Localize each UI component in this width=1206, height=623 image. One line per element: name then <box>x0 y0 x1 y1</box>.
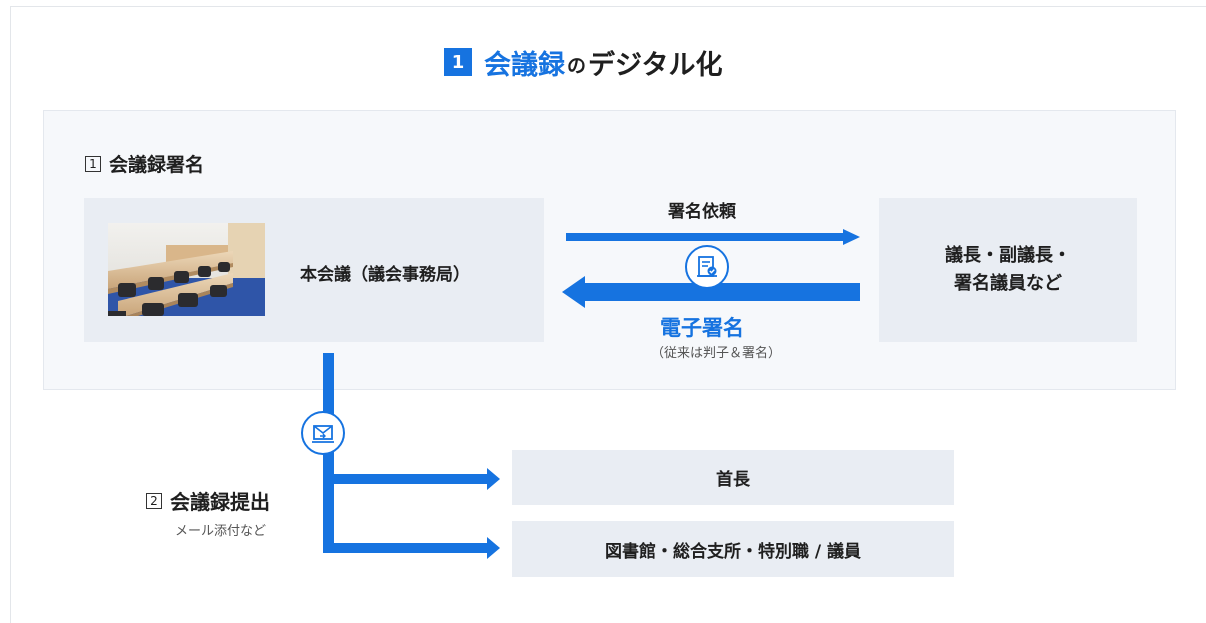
chair-line1: 議長・副議長・ <box>945 245 1071 267</box>
step1-number-box: 1 <box>85 155 101 172</box>
council-label: 本会議（議会事務局） <box>300 265 470 285</box>
frame-left-border <box>10 6 11 623</box>
library-arrow <box>323 537 500 559</box>
signature-request-arrow <box>566 229 860 245</box>
mail-circle <box>301 411 345 455</box>
title-highlight: 会議録 <box>484 49 565 81</box>
step2-sub-label: メール添付など <box>175 524 267 539</box>
destination-library-label: 図書館・総合支所・特別職 / 議員 <box>604 541 862 562</box>
step2-number-box: 2 <box>146 492 162 509</box>
step2-label: 会議録提出 <box>170 490 270 514</box>
mail-send-icon <box>312 425 334 443</box>
frame-top-border <box>10 6 1206 7</box>
council-chamber-photo <box>108 223 265 316</box>
esign-circle <box>685 245 729 289</box>
step1-heading: 1 会議録署名 <box>85 150 204 177</box>
destination-mayor: 首長 <box>512 450 954 505</box>
esign-label: 電子署名 <box>660 316 744 340</box>
document-stamp-icon <box>697 256 717 277</box>
step1-label: 会議録署名 <box>109 154 205 176</box>
destination-mayor-label: 首長 <box>716 470 750 490</box>
page-title: 1 会議録 の デジタル化 <box>444 45 723 81</box>
chair-box: 議長・副議長・ 署名議員など <box>879 198 1137 342</box>
chair-line2: 署名議員など <box>954 273 1062 294</box>
esign-sub-label: （従来は判子＆署名） <box>651 346 782 361</box>
destination-library-etc: 図書館・総合支所・特別職 / 議員 <box>512 521 954 577</box>
step2-heading: 2 会議録提出 <box>146 486 270 515</box>
title-particle: の <box>567 54 587 77</box>
signature-request-label: 署名依頼 <box>668 202 736 222</box>
title-rest: デジタル化 <box>588 49 723 81</box>
esign-return-arrow <box>562 276 860 308</box>
title-number-badge: 1 <box>444 48 472 76</box>
mayor-arrow <box>334 468 500 490</box>
